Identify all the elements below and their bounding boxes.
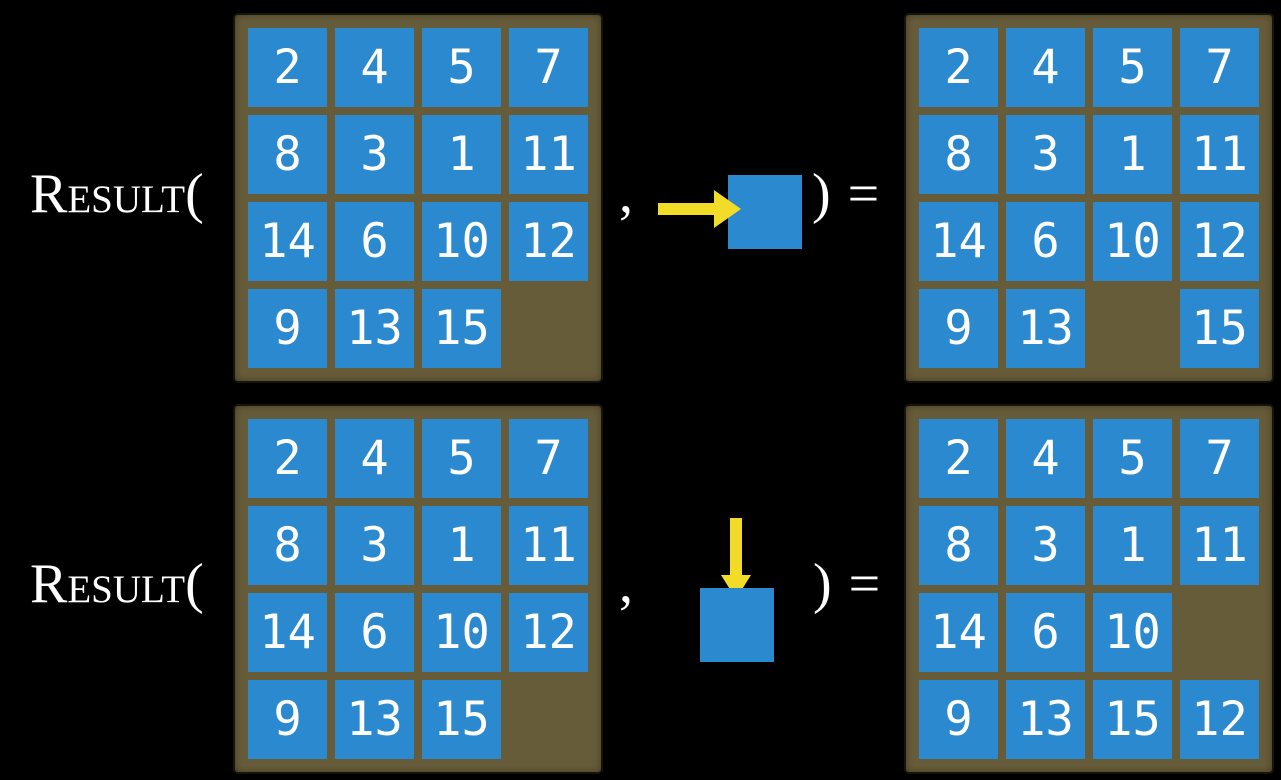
puzzle-tile-12: 12 [509,593,588,672]
puzzle-tile-8: 8 [248,115,327,194]
puzzle-tile-1: 1 [422,506,501,585]
puzzle-tile-13: 13 [1006,680,1085,759]
puzzle-tile-14: 14 [248,202,327,281]
puzzle-tile-6: 6 [335,593,414,672]
puzzle-tile-14: 14 [919,202,998,281]
puzzle-tile-5: 5 [1093,419,1172,498]
result-function-label-1: Result( [30,163,204,225]
puzzle-tile-2: 2 [919,419,998,498]
puzzle-tile-15: 15 [422,680,501,759]
puzzle-tile-5: 5 [422,28,501,107]
puzzle-tile-14: 14 [919,593,998,672]
comma-1: , [619,163,633,225]
puzzle-tile-11: 11 [1180,115,1259,194]
puzzle-tile-10: 10 [422,593,501,672]
puzzle-tile-8: 8 [919,506,998,585]
puzzle-tile-12: 12 [509,202,588,281]
puzzle-tile-3: 3 [1006,115,1085,194]
puzzle-tile-4: 4 [335,419,414,498]
puzzle-tile-3: 3 [1006,506,1085,585]
puzzle-tile-11: 11 [509,115,588,194]
puzzle-tile-4: 4 [1006,419,1085,498]
puzzle-tile-5: 5 [1093,28,1172,107]
puzzle-tile-9: 9 [919,680,998,759]
puzzle-tile-2: 2 [919,28,998,107]
puzzle-tile-13: 13 [335,680,414,759]
puzzle-tile-12: 12 [1180,680,1259,759]
puzzle-tile-15: 15 [1180,289,1259,368]
empty-cell [509,289,588,368]
puzzle-tile-1: 1 [1093,506,1172,585]
puzzle-tile-14: 14 [248,593,327,672]
result-function-label-2: Result( [30,553,204,615]
right-arrow-head-icon [714,190,741,228]
puzzle-tile-1: 1 [422,115,501,194]
puzzle-tile-10: 10 [422,202,501,281]
puzzle-tile-13: 13 [335,289,414,368]
puzzle-tile-8: 8 [919,115,998,194]
empty-cell [1093,289,1172,368]
empty-cell [509,680,588,759]
slide-down-action-icon [700,518,774,662]
puzzle-tile-7: 7 [509,28,588,107]
puzzle-tile-7: 7 [509,419,588,498]
right-arrow-icon [658,203,716,215]
puzzle-tile-4: 4 [335,28,414,107]
puzzle-tile-4: 4 [1006,28,1085,107]
puzzle-tile-5: 5 [422,419,501,498]
puzzle-tile-3: 3 [335,115,414,194]
puzzle-tile-8: 8 [248,506,327,585]
close-paren-equals-2: ) = [813,553,881,615]
blank-tile-icon [700,588,774,662]
puzzle-tile-11: 11 [1180,506,1259,585]
close-paren-equals-1: ) = [812,163,880,225]
puzzle-tile-1: 1 [1093,115,1172,194]
puzzle-tile-3: 3 [335,506,414,585]
puzzle-tile-9: 9 [919,289,998,368]
puzzle-tile-10: 10 [1093,202,1172,281]
puzzle-tile-10: 10 [1093,593,1172,672]
puzzle-tile-2: 2 [248,419,327,498]
puzzle-tile-9: 9 [248,289,327,368]
puzzle-tile-15: 15 [1093,680,1172,759]
slide-right-action-icon [658,172,804,250]
puzzle-tile-13: 13 [1006,289,1085,368]
puzzle-tile-15: 15 [422,289,501,368]
empty-cell [1180,593,1259,672]
puzzle-tile-11: 11 [509,506,588,585]
comma-2: , [619,553,633,615]
puzzle-tile-6: 6 [1006,202,1085,281]
puzzle-tile-9: 9 [248,680,327,759]
puzzle-tile-7: 7 [1180,419,1259,498]
puzzle-tile-2: 2 [248,28,327,107]
puzzle-tile-12: 12 [1180,202,1259,281]
puzzle-tile-7: 7 [1180,28,1259,107]
puzzle-tile-6: 6 [1006,593,1085,672]
puzzle-tile-6: 6 [335,202,414,281]
down-arrow-icon [730,518,742,575]
